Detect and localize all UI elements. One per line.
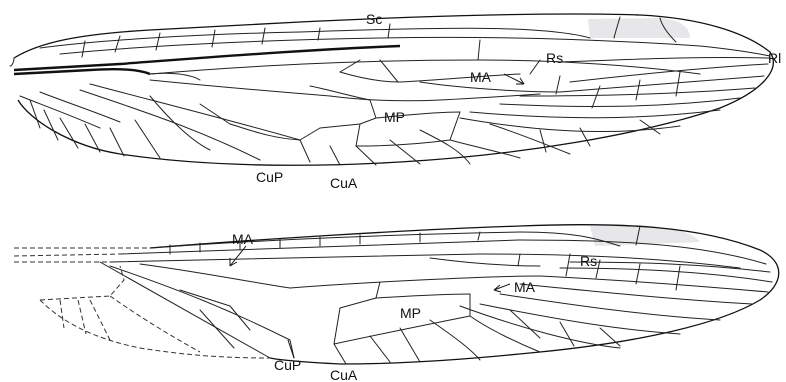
hindwing-ma-label: MA [514, 279, 536, 295]
forewing-sc-label: Sc [366, 11, 382, 27]
forewing-cup-label: CuP [256, 169, 283, 185]
hindwing-mp-label: MP [400, 305, 421, 321]
forewing-rs-label: Rs [546, 50, 563, 66]
forewing-ma-label: MA [470, 69, 492, 85]
forewing: Sc Rs MA Rl MP CuP CuA [10, 11, 781, 191]
hindwing-pterostigma [590, 225, 700, 246]
hindwing-cua-label: CuA [330, 367, 358, 382]
forewing-mp-label: MP [384, 109, 405, 125]
forewing-rl-label: Rl [768, 50, 781, 66]
hindwing-rs-label: Rs [580, 253, 597, 269]
forewing-pterostigma [588, 18, 690, 38]
forewing-cua-label: CuA [330, 175, 358, 191]
hindwing: MA Rs MA MP CuP CuA [14, 225, 779, 382]
hindwing-ma-basal-label: MA [232, 231, 254, 247]
hindwing-cup-label: CuP [274, 357, 301, 373]
forewing-base-vein [14, 46, 400, 70]
